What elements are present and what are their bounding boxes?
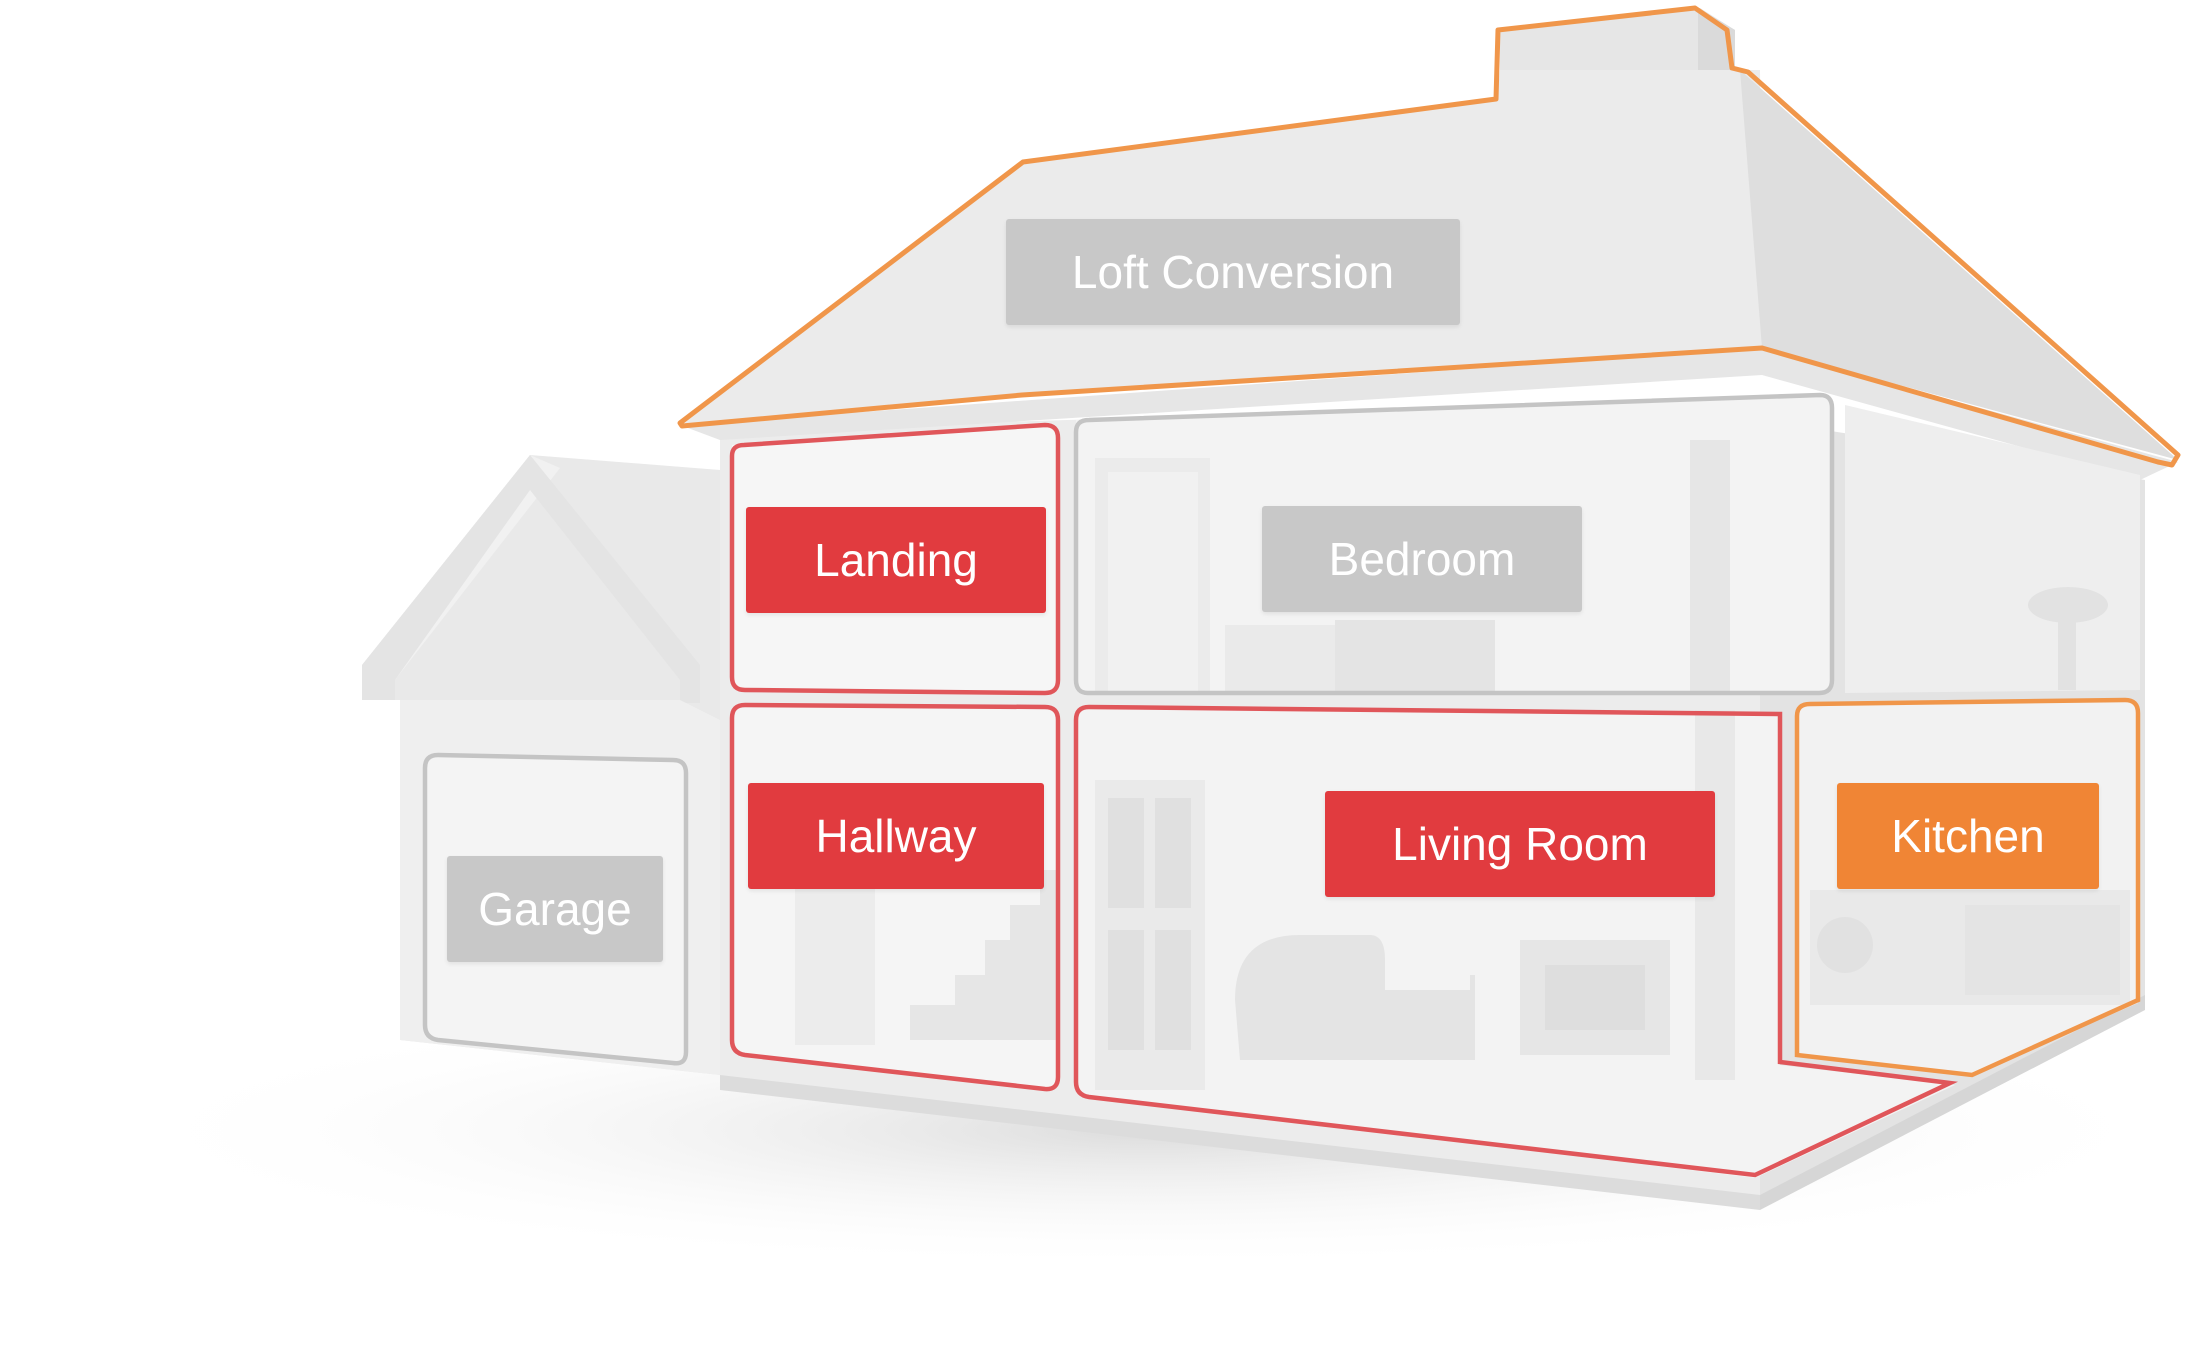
- landing-button[interactable]: Landing: [746, 507, 1046, 613]
- hallway-outline: [729, 702, 1061, 1092]
- bedroom-outline: [1073, 392, 1835, 696]
- loft-outline: [677, 5, 2181, 468]
- kitchen-button[interactable]: Kitchen: [1837, 783, 2099, 889]
- landing-outline: [729, 422, 1061, 696]
- garage-button[interactable]: Garage: [447, 856, 663, 962]
- hallway-button[interactable]: Hallway: [748, 783, 1044, 889]
- living-room-outline: [1073, 704, 1958, 1178]
- living-room-button[interactable]: Living Room: [1325, 791, 1715, 897]
- kitchen-outline: [1794, 697, 2141, 1078]
- bedroom-button[interactable]: Bedroom: [1262, 506, 1582, 612]
- loft-conversion-button[interactable]: Loft Conversion: [1006, 219, 1460, 325]
- garage-outline: [422, 752, 689, 1066]
